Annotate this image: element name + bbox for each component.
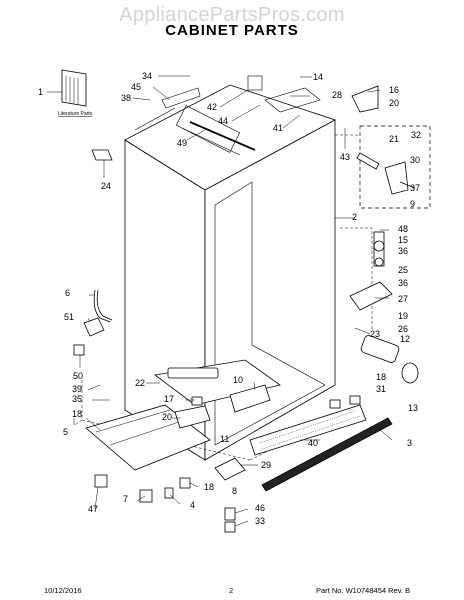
callout-26: 26: [398, 324, 408, 334]
callout-6: 6: [65, 288, 70, 298]
callout-35: 35: [72, 394, 82, 404]
callout-23: 23: [370, 329, 380, 339]
callout-36: 36: [398, 278, 408, 288]
callout-43: 43: [340, 152, 350, 162]
callout-20: 20: [162, 412, 172, 422]
callout-18: 18: [376, 372, 386, 382]
callout-4: 4: [190, 500, 195, 510]
callout-18: 18: [72, 409, 82, 419]
callout-33: 33: [255, 516, 265, 526]
callout-5: 5: [63, 427, 68, 437]
callout-15: 15: [398, 235, 408, 245]
callout-10: 10: [233, 375, 243, 385]
callout-25: 25: [398, 265, 408, 275]
callout-18: 18: [204, 482, 214, 492]
callout-2: 2: [352, 212, 357, 222]
callout-19: 19: [398, 311, 408, 321]
callout-12: 12: [400, 334, 410, 344]
callout-9: 9: [410, 199, 415, 209]
page-title: CABINET PARTS: [165, 22, 299, 39]
callout-39: 39: [72, 384, 82, 394]
callout-31: 31: [376, 384, 386, 394]
grille: [249, 404, 367, 456]
footer-page: 2: [229, 586, 234, 595]
callout-50: 50: [73, 371, 83, 381]
callout-49: 49: [177, 138, 187, 148]
callout-8: 8: [232, 486, 237, 496]
footer-date: 10/12/2016: [44, 586, 82, 595]
callout-1: 1: [38, 87, 43, 97]
toe-strip: [261, 417, 393, 492]
callout-7: 7: [123, 494, 128, 504]
callout-44: 44: [218, 116, 228, 126]
callout-36: 36: [398, 246, 408, 256]
callout-48: 48: [398, 224, 408, 234]
callout-42: 42: [207, 102, 217, 112]
callout-20: 20: [389, 98, 399, 108]
callout-11: 11: [220, 434, 229, 444]
callout-14: 14: [313, 72, 323, 82]
callout-47: 47: [88, 504, 98, 514]
callout-30: 30: [410, 155, 420, 165]
callout-41: 41: [273, 123, 283, 133]
callout-38: 38: [121, 93, 131, 103]
callout-28: 28: [332, 90, 342, 100]
callout-16: 16: [389, 85, 399, 95]
callout-34: 34: [142, 71, 152, 81]
callout-27: 27: [398, 294, 408, 304]
callout-17: 17: [164, 394, 174, 404]
callout-32: 32: [411, 130, 421, 140]
callout-45: 45: [131, 82, 141, 92]
callout-40: 40: [308, 438, 318, 448]
callout-3: 3: [407, 438, 412, 448]
literature-label: Literature Parts: [58, 111, 93, 117]
callout-46: 46: [255, 503, 265, 513]
footer-part-no: Part No. W10748454 Rev. B: [316, 586, 411, 595]
watermark: AppliancePartsPros.com: [119, 4, 345, 26]
callout-21: 21: [389, 134, 399, 144]
callout-29: 29: [261, 460, 271, 470]
callout-51: 51: [64, 312, 74, 322]
callout-37: 37: [410, 183, 420, 193]
callout-22: 22: [135, 378, 145, 388]
callout-13: 13: [408, 403, 418, 413]
callout-24: 24: [101, 181, 111, 191]
